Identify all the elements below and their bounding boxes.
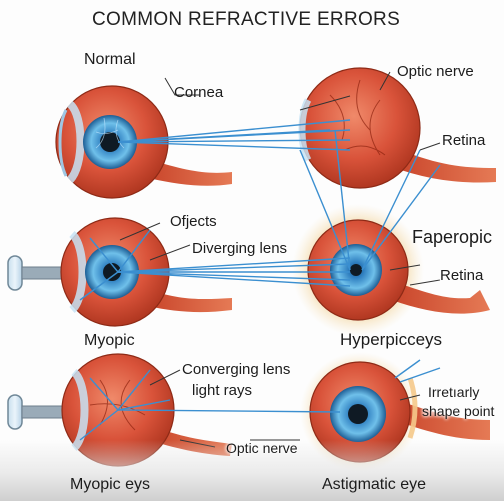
diagram-title: COMMON REFRACTIVE ERRORS (92, 9, 401, 30)
label-optic-nerve-top: Optic nerve (397, 63, 474, 80)
label-faperopic: Faperopic (412, 227, 493, 247)
eyeball (299, 67, 421, 189)
label-astigmatic-eye: Astigmatic eye (322, 476, 427, 493)
label-hyperpicceys: Hyperpicceys (340, 330, 443, 349)
label-myopic-eys: Myopic eys (70, 476, 151, 493)
label-myopic: Myopic (84, 332, 135, 349)
optic-nerve-stalk (148, 160, 232, 186)
cornea-shape (66, 100, 85, 183)
retina-eye-top (298, 67, 496, 189)
footer-band (0, 440, 504, 501)
pupil (100, 132, 120, 152)
retina-vessels (329, 79, 386, 156)
label-normal: Normal (84, 51, 136, 68)
label-objects: Ofjects (170, 213, 217, 230)
label-light-rays: light rays (192, 382, 253, 399)
lens-holder (21, 266, 67, 280)
label-converging-lens: Converging lens (182, 361, 291, 378)
normal-eye (55, 85, 232, 199)
converging-lens (7, 394, 23, 430)
label-retina-top: Retina (442, 132, 486, 149)
label-shape-point: shape point (422, 403, 495, 419)
label-optic-nerve-bottom: Optic nerve (226, 440, 298, 456)
label-retina-mid: Retina (440, 267, 484, 284)
label-irregularly: Irretıarly (428, 384, 480, 400)
pupil (103, 263, 121, 281)
optic-nerve-stalk (395, 150, 496, 183)
label-cornea: Cornea (174, 84, 224, 101)
myopic-eye (7, 217, 232, 327)
light-rays (79, 119, 441, 441)
label-diverging-lens: Diverging lens (192, 240, 288, 257)
diverging-lens (7, 255, 23, 291)
